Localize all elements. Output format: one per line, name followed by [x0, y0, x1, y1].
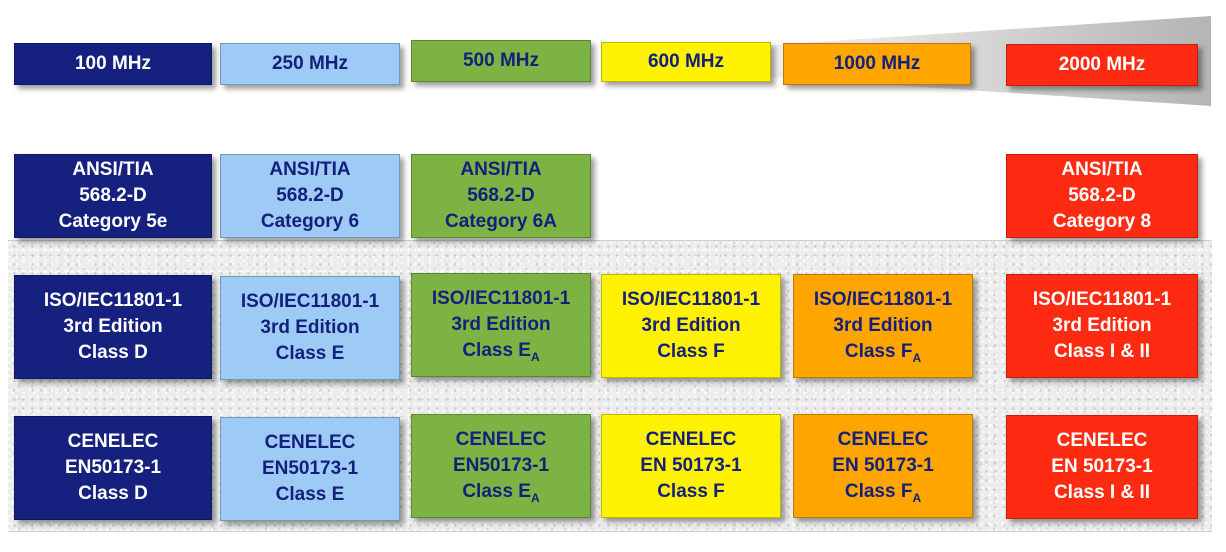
- standard-number: EN50173-1: [452, 455, 550, 476]
- freq-250mhz-box: 250 MHz: [220, 43, 400, 85]
- standard-name: ANSI/TIA: [269, 159, 351, 180]
- class-text: Class E: [462, 481, 531, 502]
- edition-label: 3rd Edition: [260, 317, 360, 338]
- ansi-tia-cat6-box: ANSI/TIA 568.2-D Category 6: [220, 154, 400, 238]
- standard-name: CENELEC: [264, 432, 356, 453]
- standard-name: ANSI/TIA: [460, 159, 542, 180]
- iso-iec-class-e-box: ISO/IEC11801-1 3rd Edition Class E: [220, 276, 400, 380]
- standard-name: CENELEC: [645, 429, 737, 450]
- freq-label: 250 MHz: [271, 53, 349, 74]
- category-label: Category 6: [260, 211, 360, 232]
- iso-iec-class-fa-box: ISO/IEC11801-1 3rd Edition Class FA: [793, 274, 973, 378]
- standard-name: ISO/IEC11801-1: [1032, 289, 1172, 310]
- standard-number: EN 50173-1: [832, 455, 934, 476]
- edition-label: 3rd Edition: [641, 315, 741, 336]
- edition-label: 3rd Edition: [833, 315, 933, 336]
- class-label: Class D: [78, 483, 148, 504]
- freq-label: 100 MHz: [74, 53, 152, 74]
- cenelec-class-fa-box: CENELEC EN 50173-1 Class FA: [793, 414, 973, 518]
- iso-iec-class-i-ii-box: ISO/IEC11801-1 3rd Edition Class I & II: [1006, 274, 1198, 378]
- standard-name: CENELEC: [67, 431, 159, 452]
- class-subscript: A: [530, 491, 540, 505]
- ansi-tia-cat6a-box: ANSI/TIA 568.2-D Category 6A: [411, 154, 591, 238]
- class-label: Class I & II: [1053, 341, 1151, 362]
- freq-1000mhz-box: 1000 MHz: [783, 43, 971, 85]
- iso-iec-class-d-box: ISO/IEC11801-1 3rd Edition Class D: [14, 275, 212, 379]
- class-label: Class I & II: [1053, 482, 1151, 503]
- category-label: Category 5e: [58, 211, 168, 232]
- standard-number: EN 50173-1: [640, 455, 742, 476]
- standard-name: ISO/IEC11801-1: [240, 291, 380, 312]
- standard-number: 568.2-D: [79, 185, 147, 206]
- category-label: Category 8: [1052, 211, 1152, 232]
- class-label: Class FA: [845, 339, 921, 365]
- class-text: Class E: [462, 340, 531, 361]
- freq-2000mhz-box: 2000 MHz: [1006, 44, 1198, 86]
- class-label: Class F: [657, 341, 725, 362]
- freq-600mhz-box: 600 MHz: [601, 42, 771, 82]
- class-subscript: A: [912, 351, 922, 365]
- standard-name: ISO/IEC11801-1: [431, 288, 571, 309]
- standard-name: CENELEC: [1056, 430, 1148, 451]
- standard-number: EN 50173-1: [1051, 456, 1153, 477]
- freq-label: 1000 MHz: [833, 53, 921, 74]
- edition-label: 3rd Edition: [451, 314, 551, 335]
- edition-label: 3rd Edition: [1052, 315, 1152, 336]
- class-label: Class E: [275, 343, 345, 364]
- standard-name: ISO/IEC11801-1: [813, 289, 953, 310]
- standard-name: ANSI/TIA: [1061, 159, 1143, 180]
- cenelec-class-ea-box: CENELEC EN50173-1 Class EA: [411, 414, 591, 518]
- standard-name: CENELEC: [455, 429, 547, 450]
- standard-number: 568.2-D: [1068, 185, 1136, 206]
- standard-number: EN50173-1: [64, 457, 162, 478]
- cenelec-class-d-box: CENELEC EN50173-1 Class D: [14, 416, 212, 520]
- class-label: Class EA: [462, 338, 539, 364]
- class-subscript: A: [912, 491, 922, 505]
- freq-100mhz-box: 100 MHz: [14, 43, 212, 85]
- ansi-tia-cat8-box: ANSI/TIA 568.2-D Category 8: [1006, 154, 1198, 238]
- class-subscript: A: [530, 350, 540, 364]
- edition-label: 3rd Edition: [63, 316, 163, 337]
- iso-iec-class-ea-box: ISO/IEC11801-1 3rd Edition Class EA: [411, 273, 591, 377]
- standard-name: CENELEC: [837, 429, 929, 450]
- class-label: Class FA: [845, 479, 921, 505]
- standard-name: ISO/IEC11801-1: [621, 289, 761, 310]
- class-label: Class F: [657, 481, 725, 502]
- cenelec-class-i-ii-box: CENELEC EN 50173-1 Class I & II: [1006, 415, 1198, 519]
- freq-label: 500 MHz: [462, 50, 540, 71]
- class-label: Class E: [275, 484, 345, 505]
- standard-number: EN50173-1: [261, 458, 359, 479]
- standard-number: 568.2-D: [467, 185, 535, 206]
- standard-name: ISO/IEC11801-1: [43, 290, 183, 311]
- freq-label: 600 MHz: [647, 51, 725, 72]
- iso-iec-class-f-box: ISO/IEC11801-1 3rd Edition Class F: [601, 274, 781, 378]
- category-label: Category 6A: [445, 211, 557, 232]
- freq-500mhz-box: 500 MHz: [411, 40, 591, 82]
- cenelec-class-e-box: CENELEC EN50173-1 Class E: [220, 417, 400, 521]
- class-text: Class F: [844, 481, 913, 502]
- class-text: Class F: [844, 341, 913, 362]
- class-label: Class EA: [462, 479, 539, 505]
- freq-label: 2000 MHz: [1058, 54, 1146, 75]
- ansi-tia-cat5e-box: ANSI/TIA 568.2-D Category 5e: [14, 154, 212, 238]
- cenelec-class-f-box: CENELEC EN 50173-1 Class F: [601, 414, 781, 518]
- class-label: Class D: [78, 342, 148, 363]
- standard-name: ANSI/TIA: [72, 159, 154, 180]
- standard-number: 568.2-D: [276, 185, 344, 206]
